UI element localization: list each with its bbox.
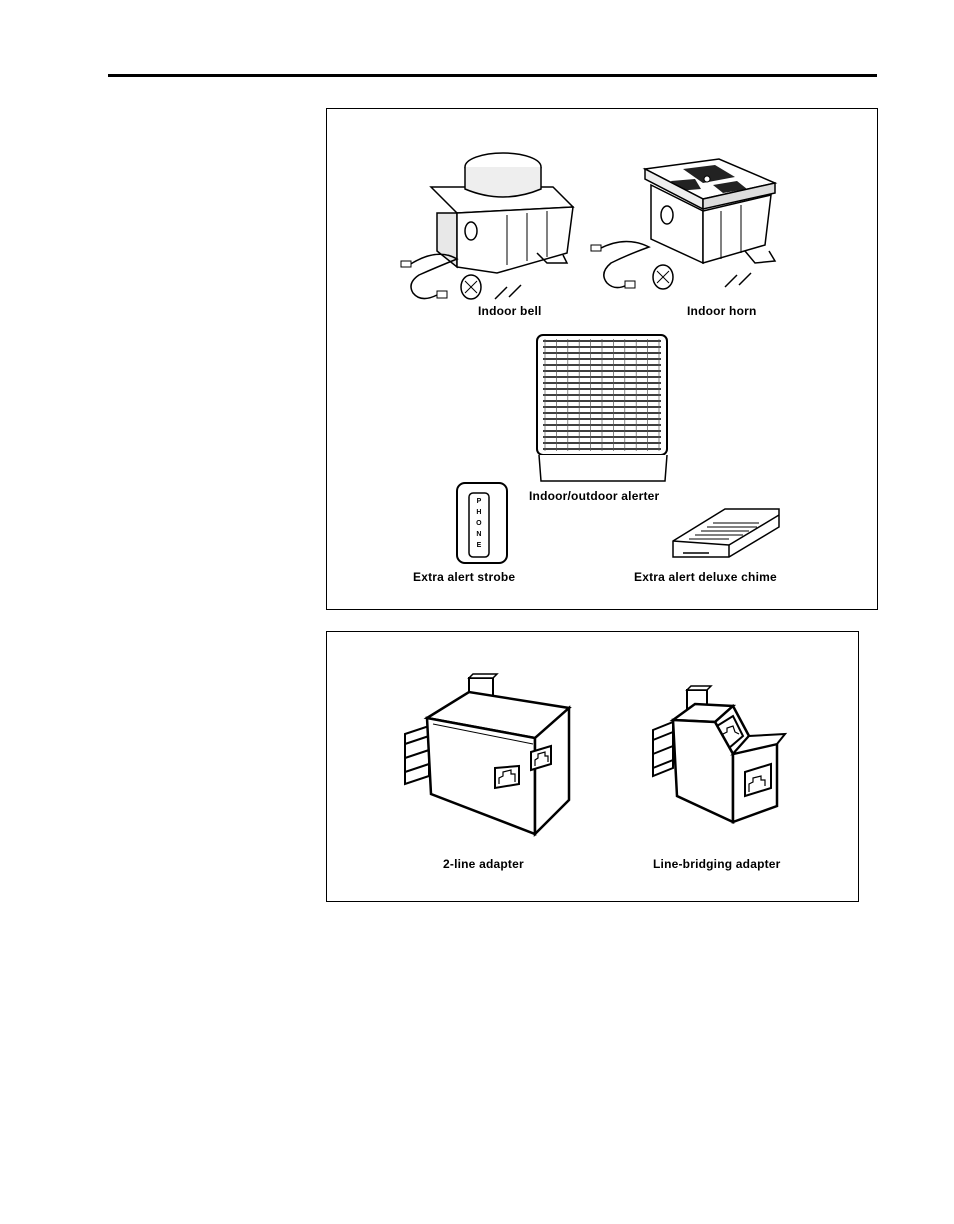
adapters-figure: 2-line adapter Line-bridging adapter xyxy=(326,631,859,902)
strobe-illustration xyxy=(456,482,508,564)
alerter-caption: Indoor/outdoor alerter xyxy=(529,489,660,503)
alerting-devices-figure: Indoor bell Indoor horn Indoor/outdoor a… xyxy=(326,108,878,610)
strobe-caption: Extra alert strobe xyxy=(413,570,516,584)
indoor-bell-illustration xyxy=(400,152,575,300)
strobe-letter: N xyxy=(476,531,482,538)
chime-illustration xyxy=(672,508,780,558)
header-rule xyxy=(108,74,877,77)
indoor-horn-illustration xyxy=(590,158,778,290)
strobe-letter: O xyxy=(476,520,482,527)
indoor-bell-caption: Indoor bell xyxy=(478,304,542,318)
strobe-letters: P H O N E xyxy=(469,496,489,551)
strobe-letter: E xyxy=(476,542,482,549)
strobe-letter: P xyxy=(476,498,482,505)
indoor-horn-caption: Indoor horn xyxy=(687,304,757,318)
strobe-letter: H xyxy=(476,509,482,516)
line-bridging-adapter-caption: Line-bridging adapter xyxy=(653,857,781,871)
alerter-illustration xyxy=(536,334,668,482)
chime-caption: Extra alert deluxe chime xyxy=(634,570,777,584)
line-bridging-adapter-illustration xyxy=(652,685,788,824)
two-line-adapter-illustration xyxy=(404,673,572,838)
two-line-adapter-caption: 2-line adapter xyxy=(443,857,524,871)
